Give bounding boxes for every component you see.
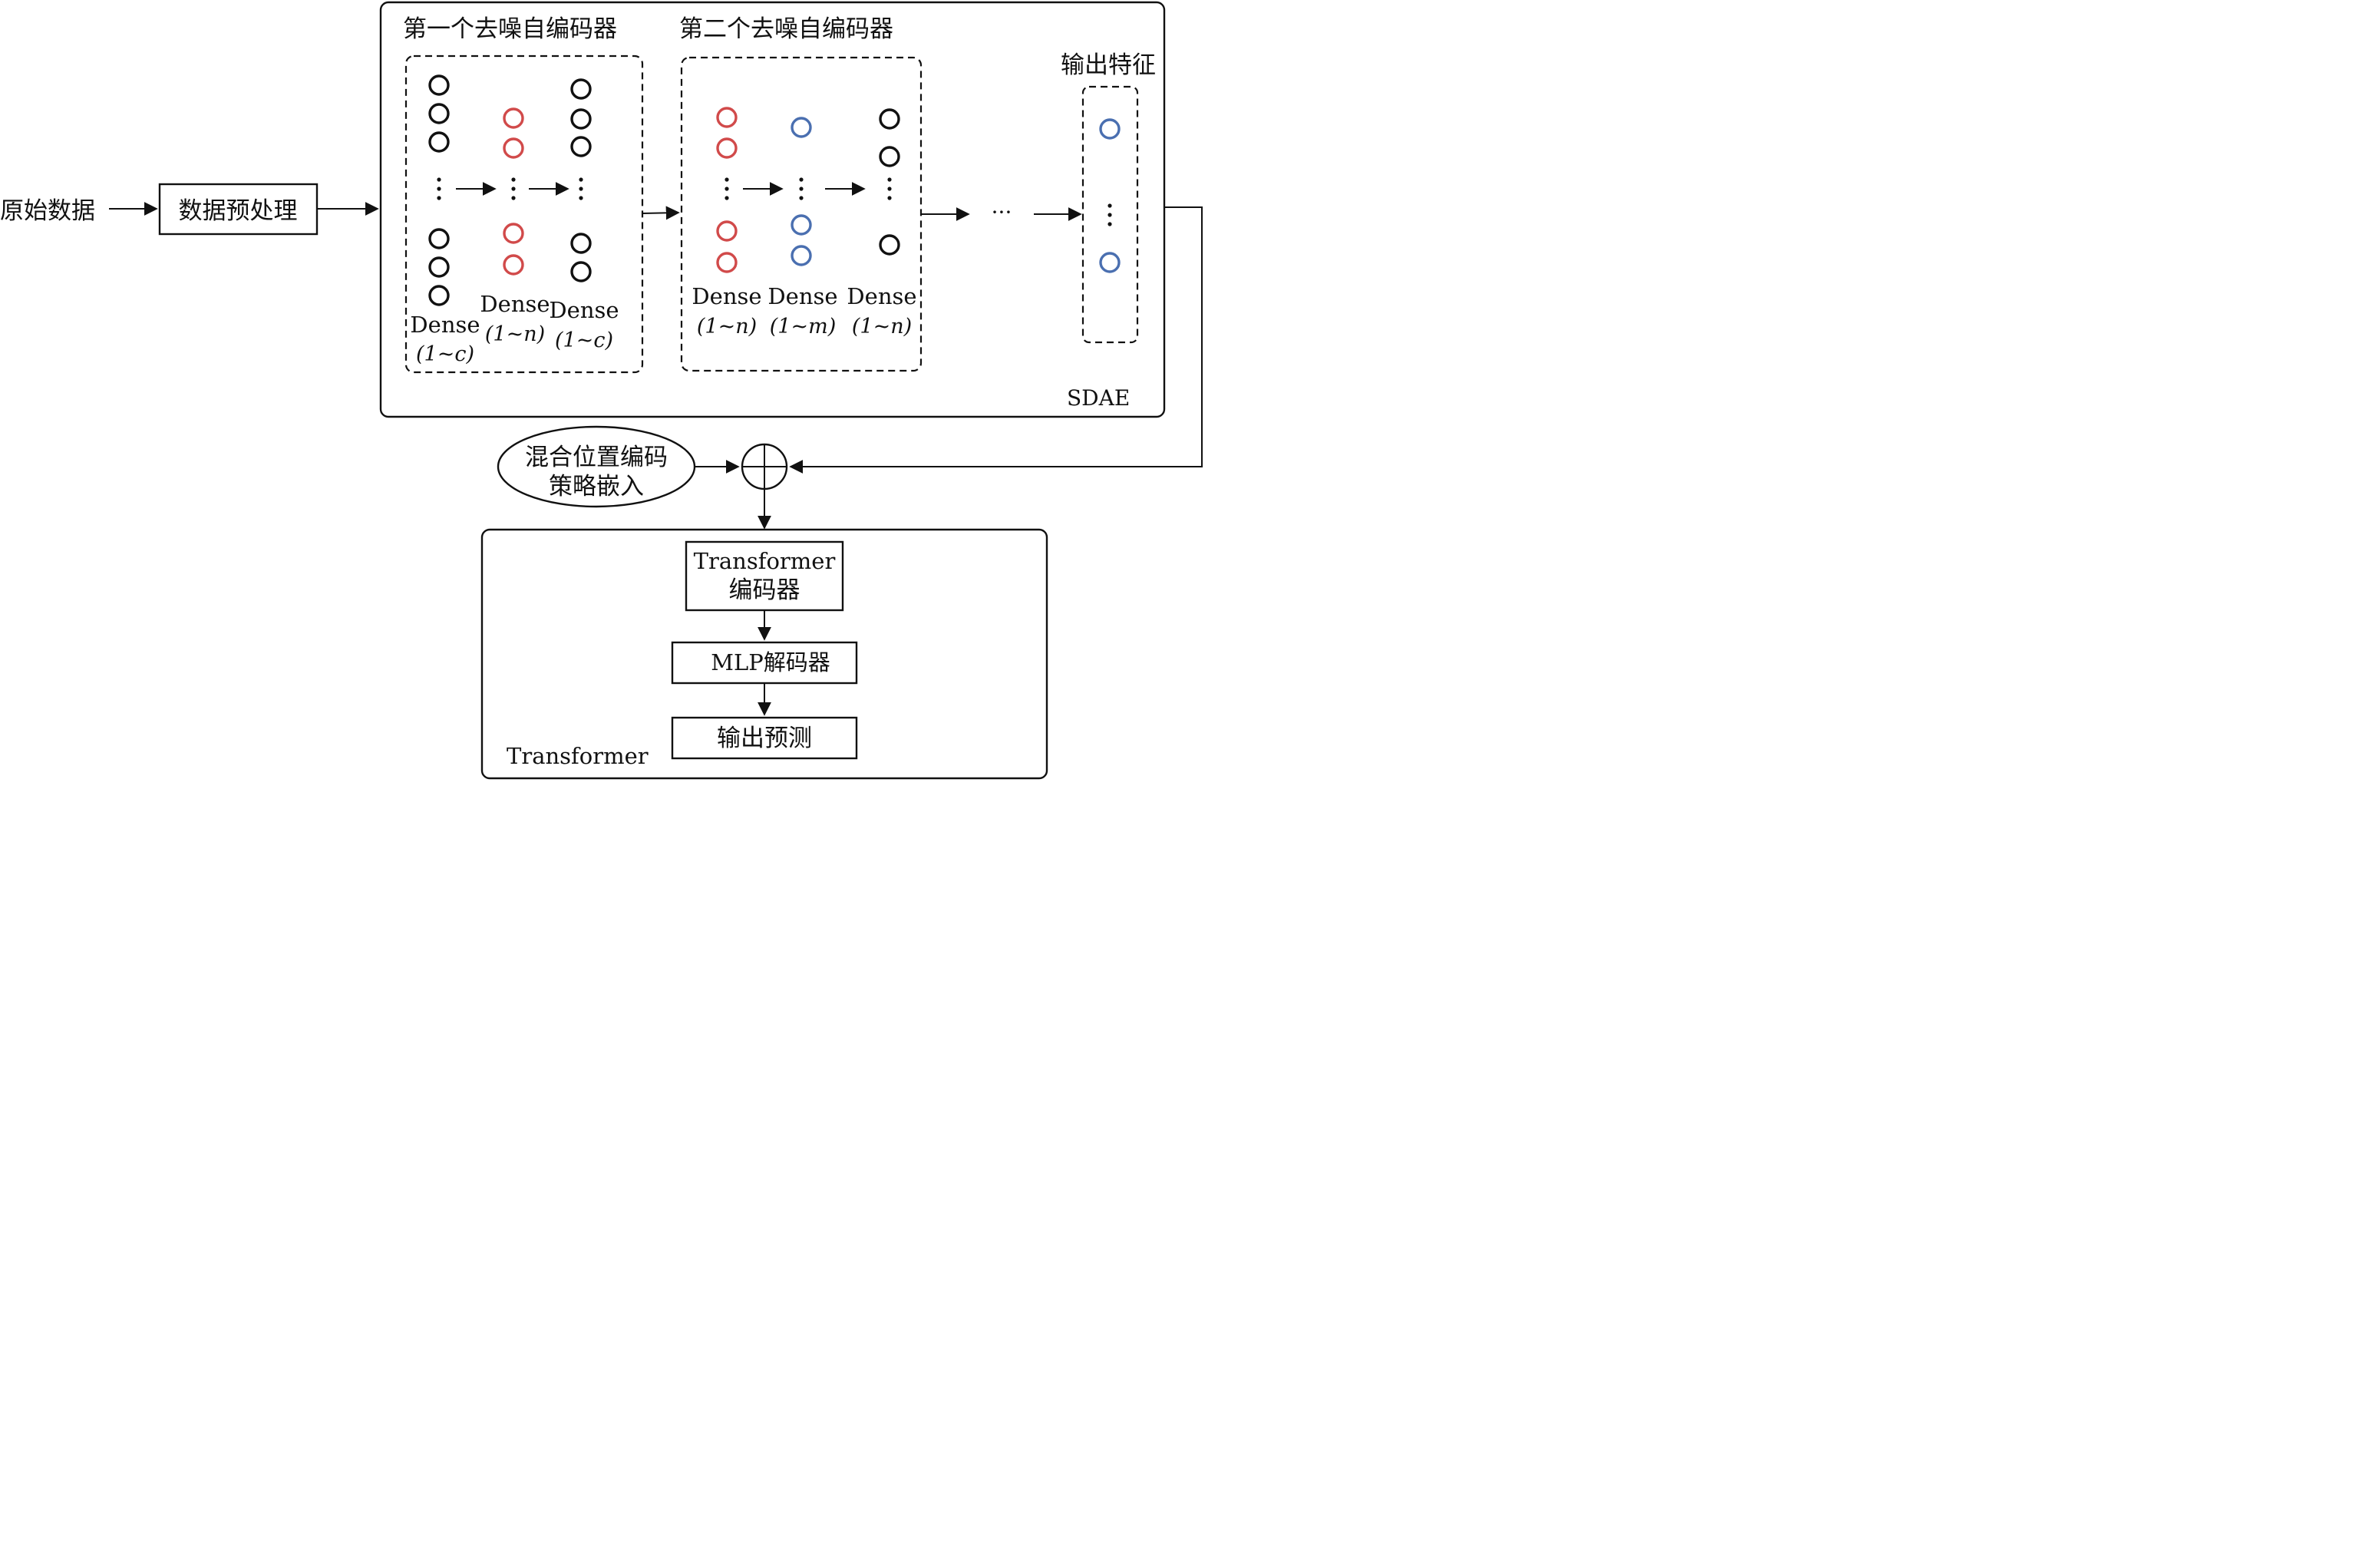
node bbox=[716, 252, 738, 273]
second-ae-layer2-range: (1~m) bbox=[770, 315, 836, 338]
node bbox=[428, 256, 450, 278]
second-ae-layer1-name: Dense bbox=[692, 283, 761, 309]
output-feature-node bbox=[1099, 118, 1121, 140]
second-ae-layer2-name: Dense bbox=[767, 283, 837, 309]
node bbox=[428, 131, 450, 153]
second-ae-layer3-range: (1~n) bbox=[852, 315, 912, 338]
node bbox=[716, 220, 738, 242]
node bbox=[428, 103, 450, 124]
node bbox=[503, 107, 524, 129]
position-encoding-line2: 策略嵌入 bbox=[549, 473, 644, 500]
second-ae-output-layer bbox=[879, 108, 900, 256]
node bbox=[791, 214, 812, 236]
first-ae-layer2-name: Dense bbox=[480, 291, 550, 317]
first-ae-input-layer bbox=[428, 74, 450, 306]
first-ae-layer2-range: (1~n) bbox=[485, 322, 545, 346]
sdae-block bbox=[379, 1, 1166, 418]
second-ae-box bbox=[680, 56, 923, 372]
node bbox=[791, 117, 812, 138]
vertical-ellipsis-icon bbox=[437, 177, 441, 200]
output-feature-node bbox=[1099, 252, 1121, 273]
transformer-block bbox=[480, 528, 1048, 780]
output-features-box bbox=[1081, 85, 1139, 344]
vertical-ellipsis-icon bbox=[725, 177, 729, 200]
node bbox=[716, 107, 738, 128]
output-features-title: 输出特征 bbox=[1061, 51, 1156, 79]
second-ae-title: 第二个去噪自编码器 bbox=[679, 15, 893, 43]
first-ae-layer1-name: Dense bbox=[410, 312, 480, 338]
first-ae-layer3-name: Dense bbox=[549, 297, 619, 323]
node bbox=[428, 285, 450, 306]
first-ae-hidden-layer bbox=[503, 107, 524, 276]
vertical-ellipsis-icon bbox=[579, 177, 583, 200]
vertical-ellipsis-icon bbox=[511, 177, 516, 200]
first-ae-box bbox=[404, 54, 644, 374]
first-ae-output-layer bbox=[570, 78, 592, 282]
circled-plus-icon bbox=[741, 443, 788, 490]
preprocess-label: 数据预处理 bbox=[179, 197, 298, 225]
sdae-label: SDAE bbox=[1067, 385, 1130, 411]
layers-ellipsis: ··· bbox=[992, 200, 1012, 225]
first-ae-layer1-range: (1~c) bbox=[416, 342, 474, 366]
node bbox=[503, 254, 524, 276]
node bbox=[503, 137, 524, 159]
sdae-transformer-diagram: 原始数据 数据预处理 SDAE 第一个去噪自编码器 第二个去噪自编码器 输出特征 bbox=[0, 1, 1203, 780]
first-ae-layer3-range: (1~c) bbox=[555, 329, 613, 352]
line-features-to-sum bbox=[789, 206, 1203, 474]
second-ae-layer1-range: (1~n) bbox=[697, 315, 757, 338]
node bbox=[879, 234, 900, 256]
node bbox=[570, 261, 592, 282]
node bbox=[879, 146, 900, 167]
vertical-ellipsis-icon bbox=[887, 177, 892, 200]
transformer-encoder-line2: 编码器 bbox=[729, 576, 800, 604]
output-prediction-label: 输出预测 bbox=[717, 725, 812, 752]
raw-data-label: 原始数据 bbox=[0, 197, 95, 225]
node bbox=[503, 223, 524, 244]
node bbox=[570, 136, 592, 157]
transformer-encoder-line1: Transformer bbox=[694, 548, 836, 574]
second-ae-input-layer bbox=[716, 107, 738, 273]
node bbox=[570, 78, 592, 100]
vertical-ellipsis-icon bbox=[1107, 203, 1112, 226]
first-ae-title: 第一个去噪自编码器 bbox=[403, 15, 617, 43]
output-prediction-box bbox=[671, 716, 858, 760]
node bbox=[570, 108, 592, 130]
second-ae-hidden-layer bbox=[791, 117, 812, 266]
node bbox=[791, 245, 812, 266]
second-ae-layer3-name: Dense bbox=[847, 283, 916, 309]
vertical-ellipsis-icon bbox=[799, 177, 804, 200]
mlp-decoder-label: MLP解码器 bbox=[711, 649, 830, 675]
node bbox=[879, 108, 900, 130]
node bbox=[570, 233, 592, 254]
transformer-block-label: Transformer bbox=[507, 743, 649, 769]
node bbox=[716, 137, 738, 159]
node bbox=[428, 74, 450, 96]
position-encoding-line1: 混合位置编码 bbox=[525, 444, 668, 471]
node bbox=[428, 228, 450, 249]
